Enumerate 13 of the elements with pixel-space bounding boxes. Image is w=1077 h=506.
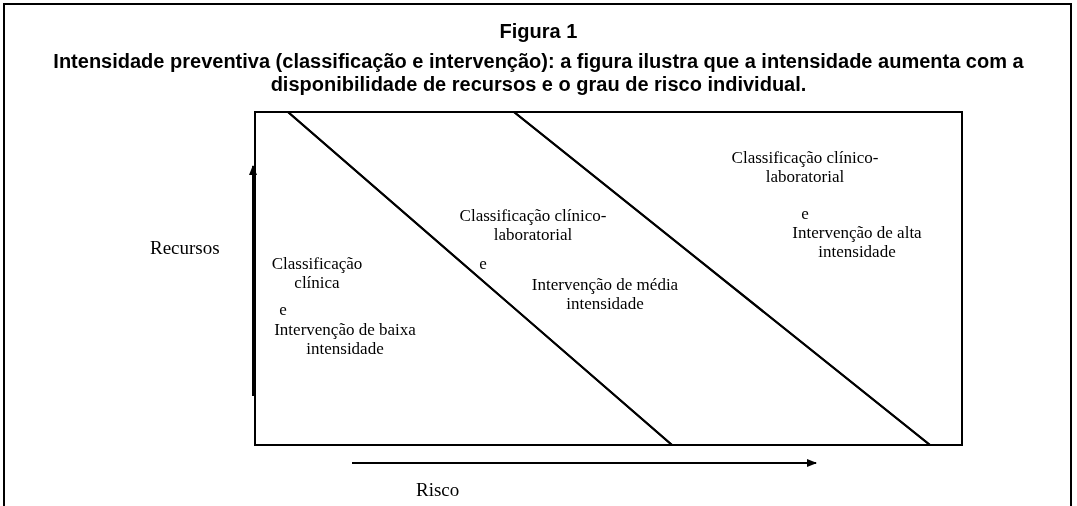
- band-text: e: [278, 300, 288, 319]
- figure-title: Figura 1: [498, 20, 579, 43]
- band-text: Classificação clínico-laboratorial: [730, 148, 880, 186]
- band-text: Intervenção de baixa intensidade: [273, 320, 417, 358]
- figure-caption: Intensidade preventiva (classificação e intervenção): a figura ilustra que a intensidade aumenta com a disponibilidade de recursos e o grau de risco individual.: [52, 50, 1025, 96]
- band-text: Classificação clínico-laboratorial: [458, 206, 608, 244]
- axis-label: Recursos: [150, 237, 220, 259]
- band-text: e: [478, 254, 488, 273]
- band-text: Intervenção de média intensidade: [530, 275, 680, 313]
- band-text: Classificação clínica: [270, 254, 364, 292]
- band-text: Intervenção de alta intensidade: [791, 223, 923, 261]
- axis-label: Risco: [416, 479, 460, 501]
- band-text: e: [800, 204, 810, 223]
